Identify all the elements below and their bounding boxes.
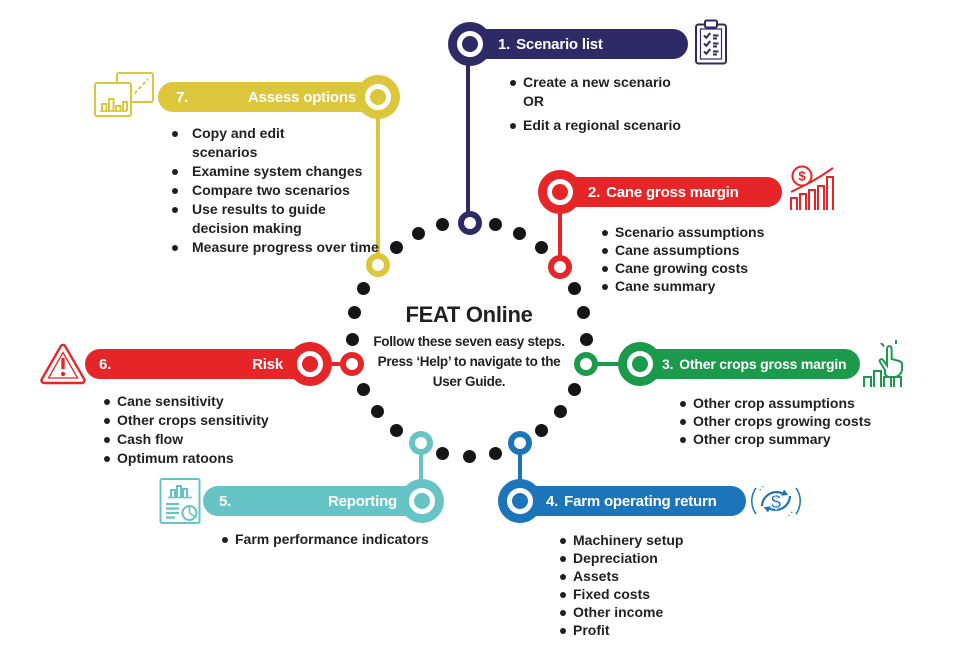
circle-dot — [553, 405, 567, 419]
circle-dot — [389, 241, 403, 255]
circle-dot — [462, 449, 476, 463]
center-hub: FEAT Online Follow these seven easy step… — [349, 302, 589, 392]
circle-dot — [576, 306, 590, 320]
circle-dot — [389, 423, 403, 437]
circle-dot — [488, 446, 502, 460]
circle-dot — [488, 218, 502, 232]
circle-dot — [535, 423, 549, 437]
circle-dot — [436, 446, 450, 460]
diagram-subtitle: Follow these seven easy steps. Press ‘He… — [373, 334, 565, 389]
circle-dot — [371, 405, 385, 419]
circle-dot — [567, 281, 581, 295]
circle-dot — [567, 383, 581, 397]
circle-dot — [579, 332, 593, 346]
circle-dot — [357, 281, 371, 295]
circle-dot — [345, 332, 359, 346]
circle-dot — [357, 383, 371, 397]
circle-dot — [535, 241, 549, 255]
diagram-title: FEAT Online — [405, 302, 533, 327]
circle-dot — [348, 306, 362, 320]
circle-dot — [411, 227, 425, 241]
circle-dot — [513, 227, 527, 241]
circle-dot — [436, 218, 450, 232]
